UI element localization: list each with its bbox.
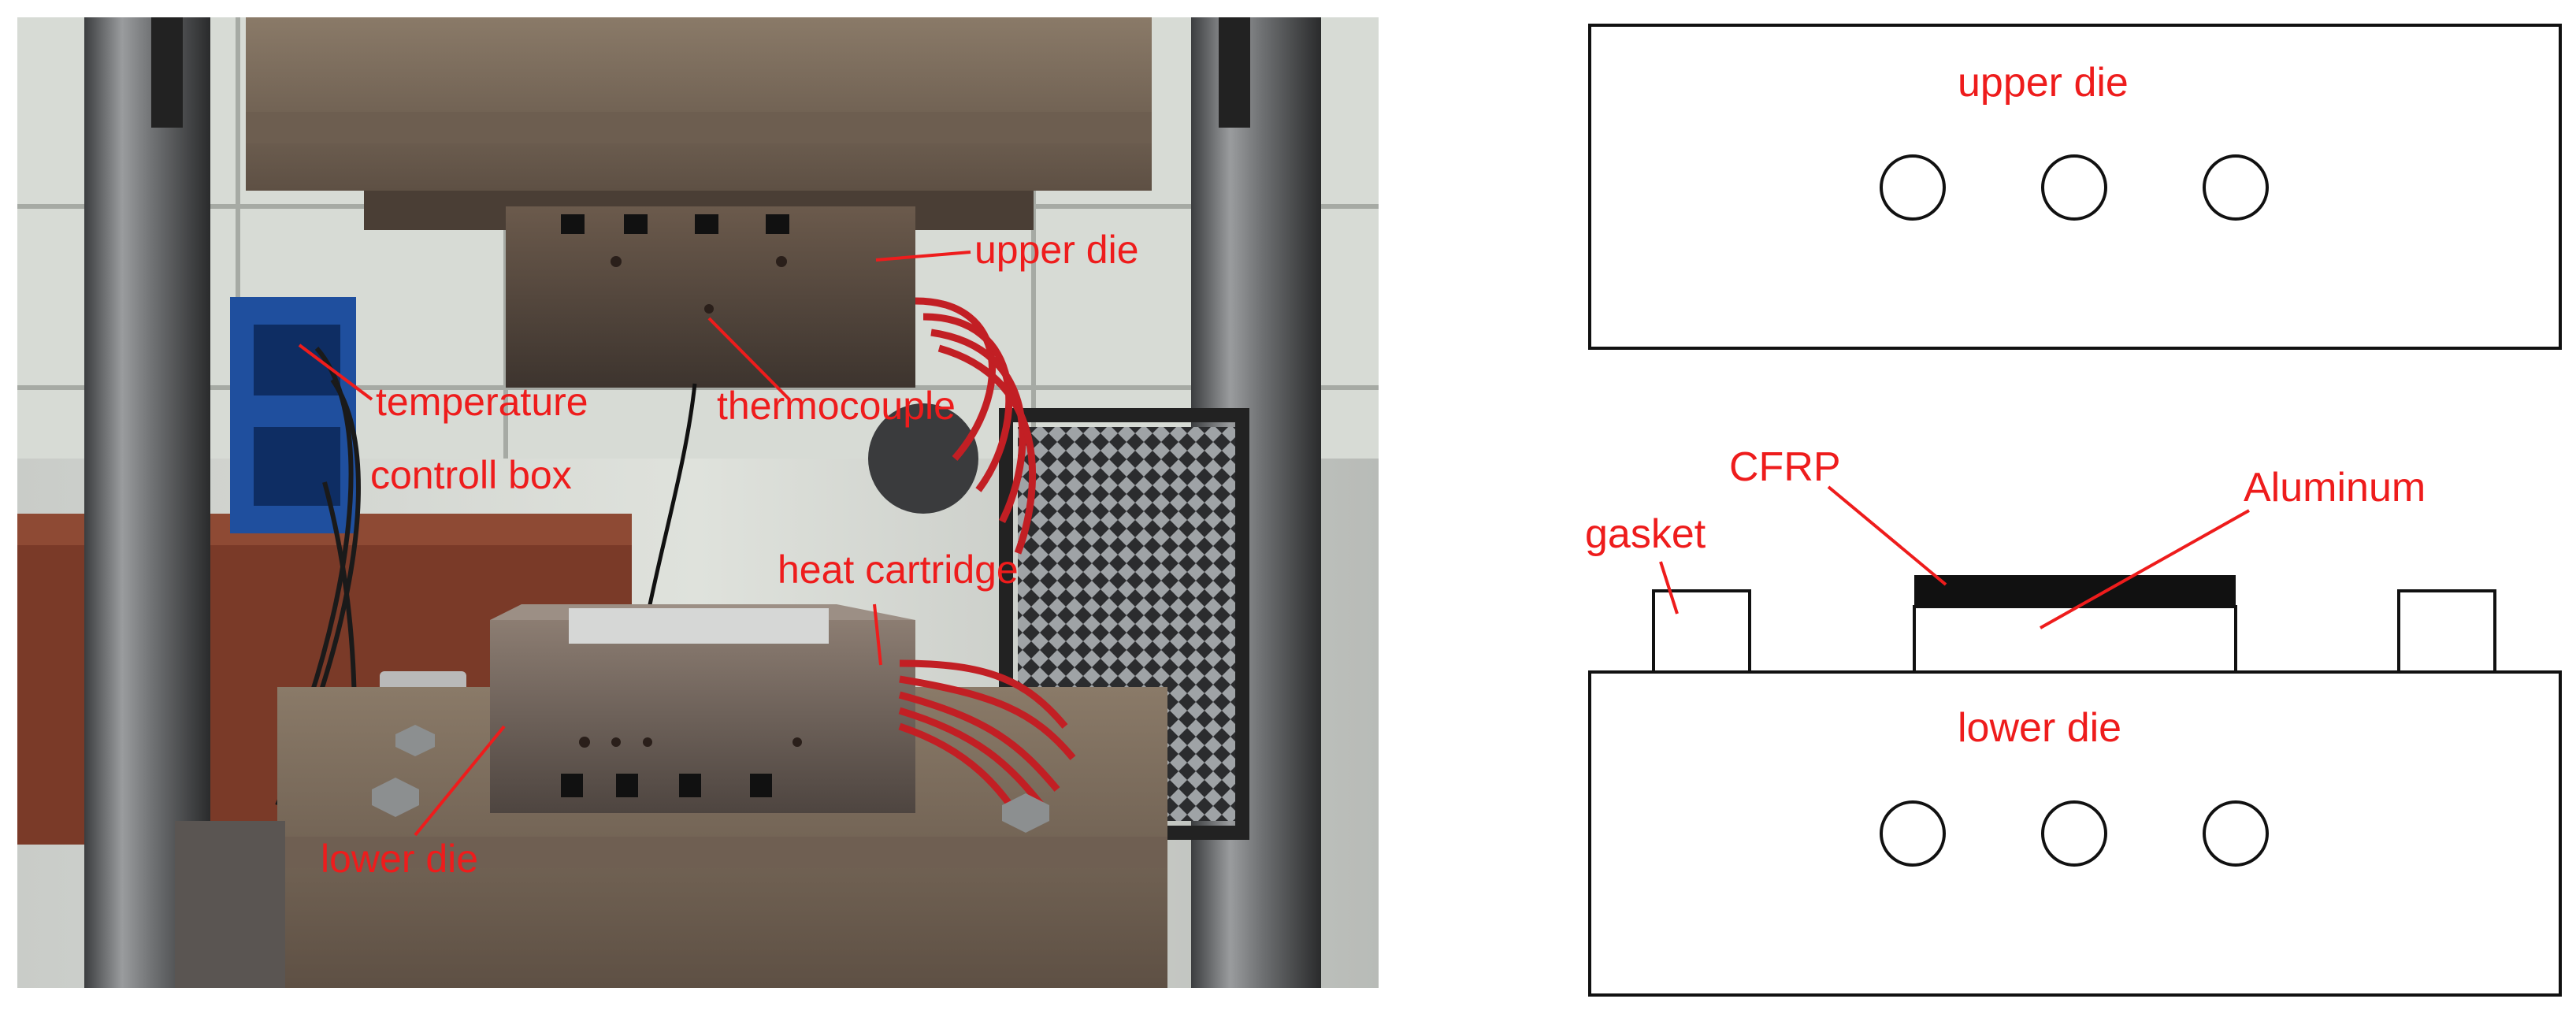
photo-label-upper-die: upper die <box>974 228 1139 272</box>
photo-label-heat-cartridge: heat cartridge <box>778 548 1019 592</box>
schem-label-aluminum: Aluminum <box>2244 465 2426 511</box>
cfrp-leader <box>1827 485 1947 586</box>
gasket-left <box>1652 589 1751 674</box>
temperature-box-leader <box>298 343 373 401</box>
upper-die-leader <box>875 251 971 262</box>
die-schematic: upper die CFRP Aluminum gasket lower die <box>1568 0 2576 1010</box>
gasket-right <box>2397 589 2496 674</box>
lower-die-block <box>1588 670 2562 997</box>
aluminum-specimen <box>1913 605 2237 674</box>
schem-label-upper-die: upper die <box>1958 60 2129 106</box>
photo-label-thermocouple: thermocouple <box>717 384 956 428</box>
schem-label-lower-die: lower die <box>1958 705 2121 751</box>
gasket-leader <box>1659 561 1679 615</box>
lower-die-hole-2 <box>2041 800 2107 867</box>
photo-illustration: upper die temperature controll box therm… <box>17 17 1379 988</box>
heat-cartridge-leader <box>873 603 882 666</box>
press-photograph: upper die temperature controll box therm… <box>17 17 1379 988</box>
photo-label-lower-die: lower die <box>321 837 478 881</box>
lower-die-hole-3 <box>2203 800 2269 867</box>
lower-die-leader <box>414 725 506 837</box>
photo-label-controll-box: controll box <box>370 453 572 497</box>
aluminum-leader <box>2040 509 2250 629</box>
schem-label-cfrp: CFRP <box>1729 444 1841 490</box>
thermocouple-leader <box>707 317 791 401</box>
schem-label-gasket: gasket <box>1585 511 1706 557</box>
photo-label-temperature: temperature <box>376 380 588 424</box>
upper-die-hole-1 <box>1880 154 1946 221</box>
cfrp-layer <box>1914 575 2236 608</box>
lower-die-hole-1 <box>1880 800 1946 867</box>
upper-die-block <box>1588 24 2562 350</box>
schematic-drawing: upper die CFRP Aluminum gasket lower die <box>1585 24 2562 997</box>
upper-die-hole-3 <box>2203 154 2269 221</box>
upper-die-hole-2 <box>2041 154 2107 221</box>
